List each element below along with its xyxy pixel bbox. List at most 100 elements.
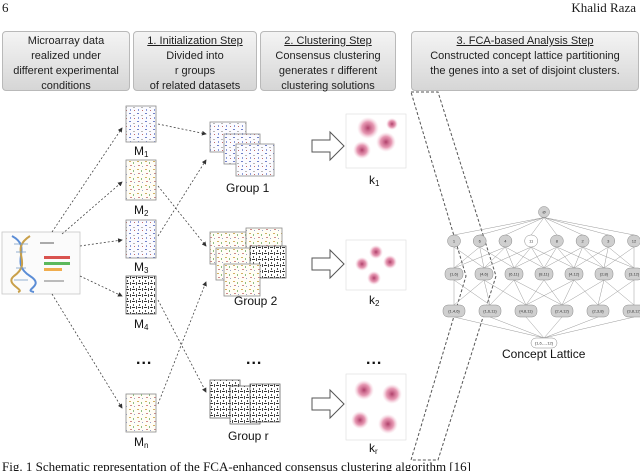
lattice-node (534, 267, 554, 281)
step-line: Microarray data (27, 35, 105, 47)
lattice-node (530, 337, 558, 349)
lattice-node (538, 206, 550, 218)
hollow-arrows (311, 130, 345, 420)
lattice-edge (530, 246, 545, 269)
group-label-1: Group 1 (226, 181, 270, 195)
matrix-m1 (125, 105, 157, 143)
lattice-node-label: {4,6} (480, 272, 489, 277)
lattice-node (478, 304, 502, 318)
lattice-node-label: {8,11} (539, 272, 550, 277)
lattice-node-label: {4,12} (569, 272, 580, 277)
figure-caption: Fig. 1 Schematic representation of the F… (2, 459, 471, 471)
lattice-edge (453, 246, 485, 269)
matrix-label-m2: M2 (134, 203, 149, 218)
lattice-edge (543, 316, 563, 339)
lattice-edge (483, 279, 527, 306)
step-line: realized under (31, 50, 101, 62)
group-label-2: Group 2 (234, 294, 278, 308)
lattice-node (474, 267, 494, 281)
lattice-title: Concept Lattice (502, 347, 586, 361)
group-r-stack (209, 379, 281, 425)
cluster-k2 (345, 239, 407, 291)
lattice-edge (525, 279, 575, 306)
lattice-node-label: {2,8} (600, 272, 609, 277)
cluster-k1 (345, 113, 407, 169)
lattice-edge (483, 246, 506, 269)
step-line: Divided into (166, 50, 224, 62)
step-title: 3. FCA-based Analysis Step (456, 35, 594, 47)
lattice-edge (561, 279, 575, 306)
dna-microarray-image (1, 231, 81, 295)
lattice-edge (505, 217, 545, 236)
lattice-node-label: 11 (529, 239, 534, 244)
step-line: of related datasets (149, 80, 241, 92)
group-label-r: Group r (228, 429, 269, 443)
lattice-node (514, 304, 538, 318)
lattice-edge (543, 217, 558, 236)
lattice-edge (489, 279, 515, 306)
lattice-node (627, 234, 640, 248)
lattice-edge (556, 246, 605, 269)
lattice-edge (453, 316, 545, 339)
cluster-kr (345, 373, 407, 441)
lattice-edge (513, 246, 557, 269)
step-title: 2. Clustering Step (284, 35, 372, 47)
matrix-m3 (125, 219, 157, 259)
lattice-edge (543, 316, 635, 339)
lattice-node (622, 304, 640, 318)
matrix-m2 (125, 159, 157, 201)
lattice-edge (530, 217, 545, 236)
matrix-to-group-arrows (157, 123, 207, 405)
lattice-edge (543, 217, 583, 236)
lattice-edge (483, 246, 532, 269)
lattice-node (504, 267, 524, 281)
matrix-mn (125, 393, 157, 433)
lattice-edge (479, 246, 515, 269)
lattice-edge (543, 217, 609, 236)
lattice-node-label: 1 (453, 239, 456, 244)
lattice-node-label: 8 (556, 239, 559, 244)
step-line: generates r different (278, 65, 378, 77)
lattice-edge (453, 279, 491, 306)
big-chevron-arrow (410, 91, 497, 461)
lattice-edge (531, 246, 575, 269)
step-box-fca: 3. FCA-based Analysis Step Constructed c… (411, 31, 639, 91)
lattice-edge (453, 217, 545, 236)
lattice-node-label: {3,12} (629, 272, 640, 277)
ellipsis-matrices: ... (136, 351, 152, 368)
lattice-edge (561, 279, 605, 306)
lattice-edge (603, 279, 635, 306)
lattice-node (524, 234, 538, 248)
lattice-edge (556, 246, 575, 269)
matrix-label-m1: M1 (134, 144, 149, 159)
lattice-node-label: {1,4,6} (448, 309, 460, 314)
lattice-node (472, 234, 487, 248)
running-header-author: Khalid Raza (571, 0, 636, 15)
lattice-node-label: {1,6} (450, 272, 459, 277)
lattice-edge (543, 246, 558, 269)
lattice-edge (543, 246, 583, 269)
lattice-edge (603, 246, 635, 269)
lattice-edge (582, 246, 605, 269)
lattice-node (594, 267, 614, 281)
matrix-label-m3: M3 (134, 260, 149, 275)
cluster-label-k2: k2 (369, 293, 380, 308)
lattice-node (444, 267, 464, 281)
lattice-edge (483, 279, 491, 306)
lattice-edge (582, 246, 635, 269)
lattice-node (564, 267, 584, 281)
matrix-label-mn: Mn (134, 435, 148, 450)
dna-to-matrix-arrows (51, 127, 123, 409)
matrix-m4 (125, 275, 157, 315)
lattice-edge (505, 246, 545, 269)
lattice-node (624, 267, 640, 281)
lattice-edge (597, 279, 605, 306)
lattice-node (550, 304, 574, 318)
ellipsis-groups: ... (246, 351, 262, 368)
lattice-edge (597, 279, 635, 306)
step-line: Consensus clustering (275, 50, 381, 62)
lattice-edge (525, 279, 545, 306)
step-box-data: Microarray data realized under different… (2, 31, 130, 92)
lattice-node-label: {6,11} (509, 272, 520, 277)
lattice-node-label: {1,6,11} (483, 309, 497, 314)
